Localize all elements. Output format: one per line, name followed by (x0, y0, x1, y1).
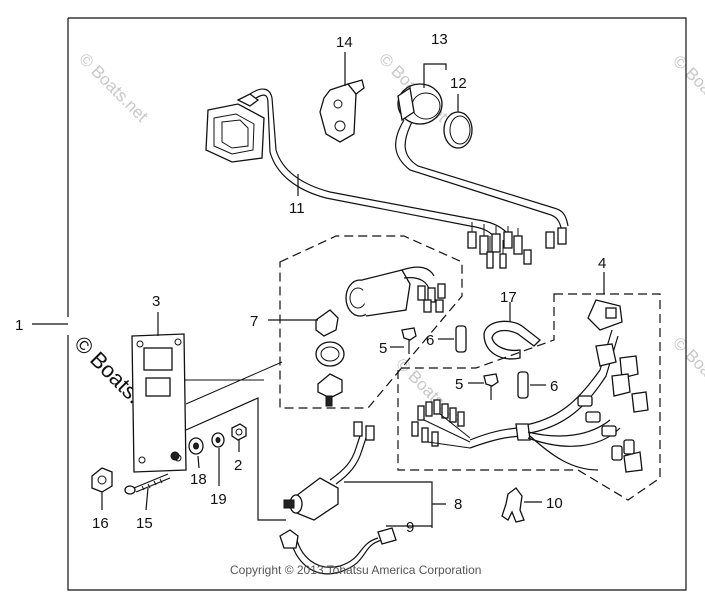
harness-4 (411, 299, 649, 473)
ignition-switch-7 (315, 266, 446, 407)
washer-18 (188, 437, 204, 455)
washer-19 (211, 432, 225, 448)
callout-4: 4 (598, 255, 606, 272)
screw-5a (401, 327, 417, 354)
callout-1: 1 (15, 317, 23, 334)
callout-14: 14 (336, 34, 353, 51)
callout-17: 17 (500, 289, 517, 306)
copyright-notice: Copyright © 2013 Tohatsu America Corpora… (230, 563, 481, 577)
callout-11: 11 (289, 200, 305, 217)
callout-2: 2 (234, 457, 242, 474)
callout-5a: 5 (379, 340, 387, 357)
callout-13: 13 (431, 31, 448, 48)
clip-10 (501, 487, 525, 523)
lanyard-9 (279, 527, 397, 575)
callout-9: 9 (406, 519, 414, 536)
callout-line-8 (344, 481, 446, 528)
callout-7: 7 (250, 313, 258, 330)
callout-3: 3 (152, 293, 160, 310)
nut-16 (91, 467, 113, 493)
callout-15: 15 (136, 515, 153, 532)
callout-19: 19 (210, 491, 227, 508)
callout-12: 12 (450, 75, 467, 92)
bolt-15 (124, 473, 171, 495)
callout-line-15 (145, 487, 149, 511)
nut-2 (231, 423, 247, 441)
bracket-14 (319, 79, 365, 143)
panel-3 (131, 333, 283, 473)
callout-16: 16 (92, 515, 109, 532)
callout-6a: 6 (426, 332, 434, 349)
callout-5b: 5 (455, 376, 463, 393)
clamp-17 (483, 320, 541, 360)
cap-12 (443, 111, 473, 149)
kill-switch-8 (283, 421, 375, 521)
watermark-top-right: © Boats.net (669, 51, 705, 128)
sleeve-6a (455, 325, 467, 353)
group-4-outline (397, 293, 661, 501)
assembly-frame (67, 17, 687, 591)
harness-11 (205, 88, 532, 269)
callout-18: 18 (190, 471, 207, 488)
meter-13 (395, 83, 569, 249)
callout-line-18 (197, 455, 200, 469)
group-7-outline (279, 235, 463, 409)
callout-6b: 6 (550, 378, 558, 395)
screw-5b (483, 373, 499, 400)
sleeve-6b (517, 371, 529, 399)
callout-line-13 (423, 63, 447, 88)
callout-8: 8 (454, 496, 462, 513)
watermark-mid-right: © Boats.net (669, 333, 705, 410)
watermark-top-left: © Boats.net (75, 49, 152, 126)
harness-11-connectors (467, 222, 532, 269)
callout-10: 10 (546, 495, 563, 512)
kill-switch-leader (185, 397, 286, 521)
